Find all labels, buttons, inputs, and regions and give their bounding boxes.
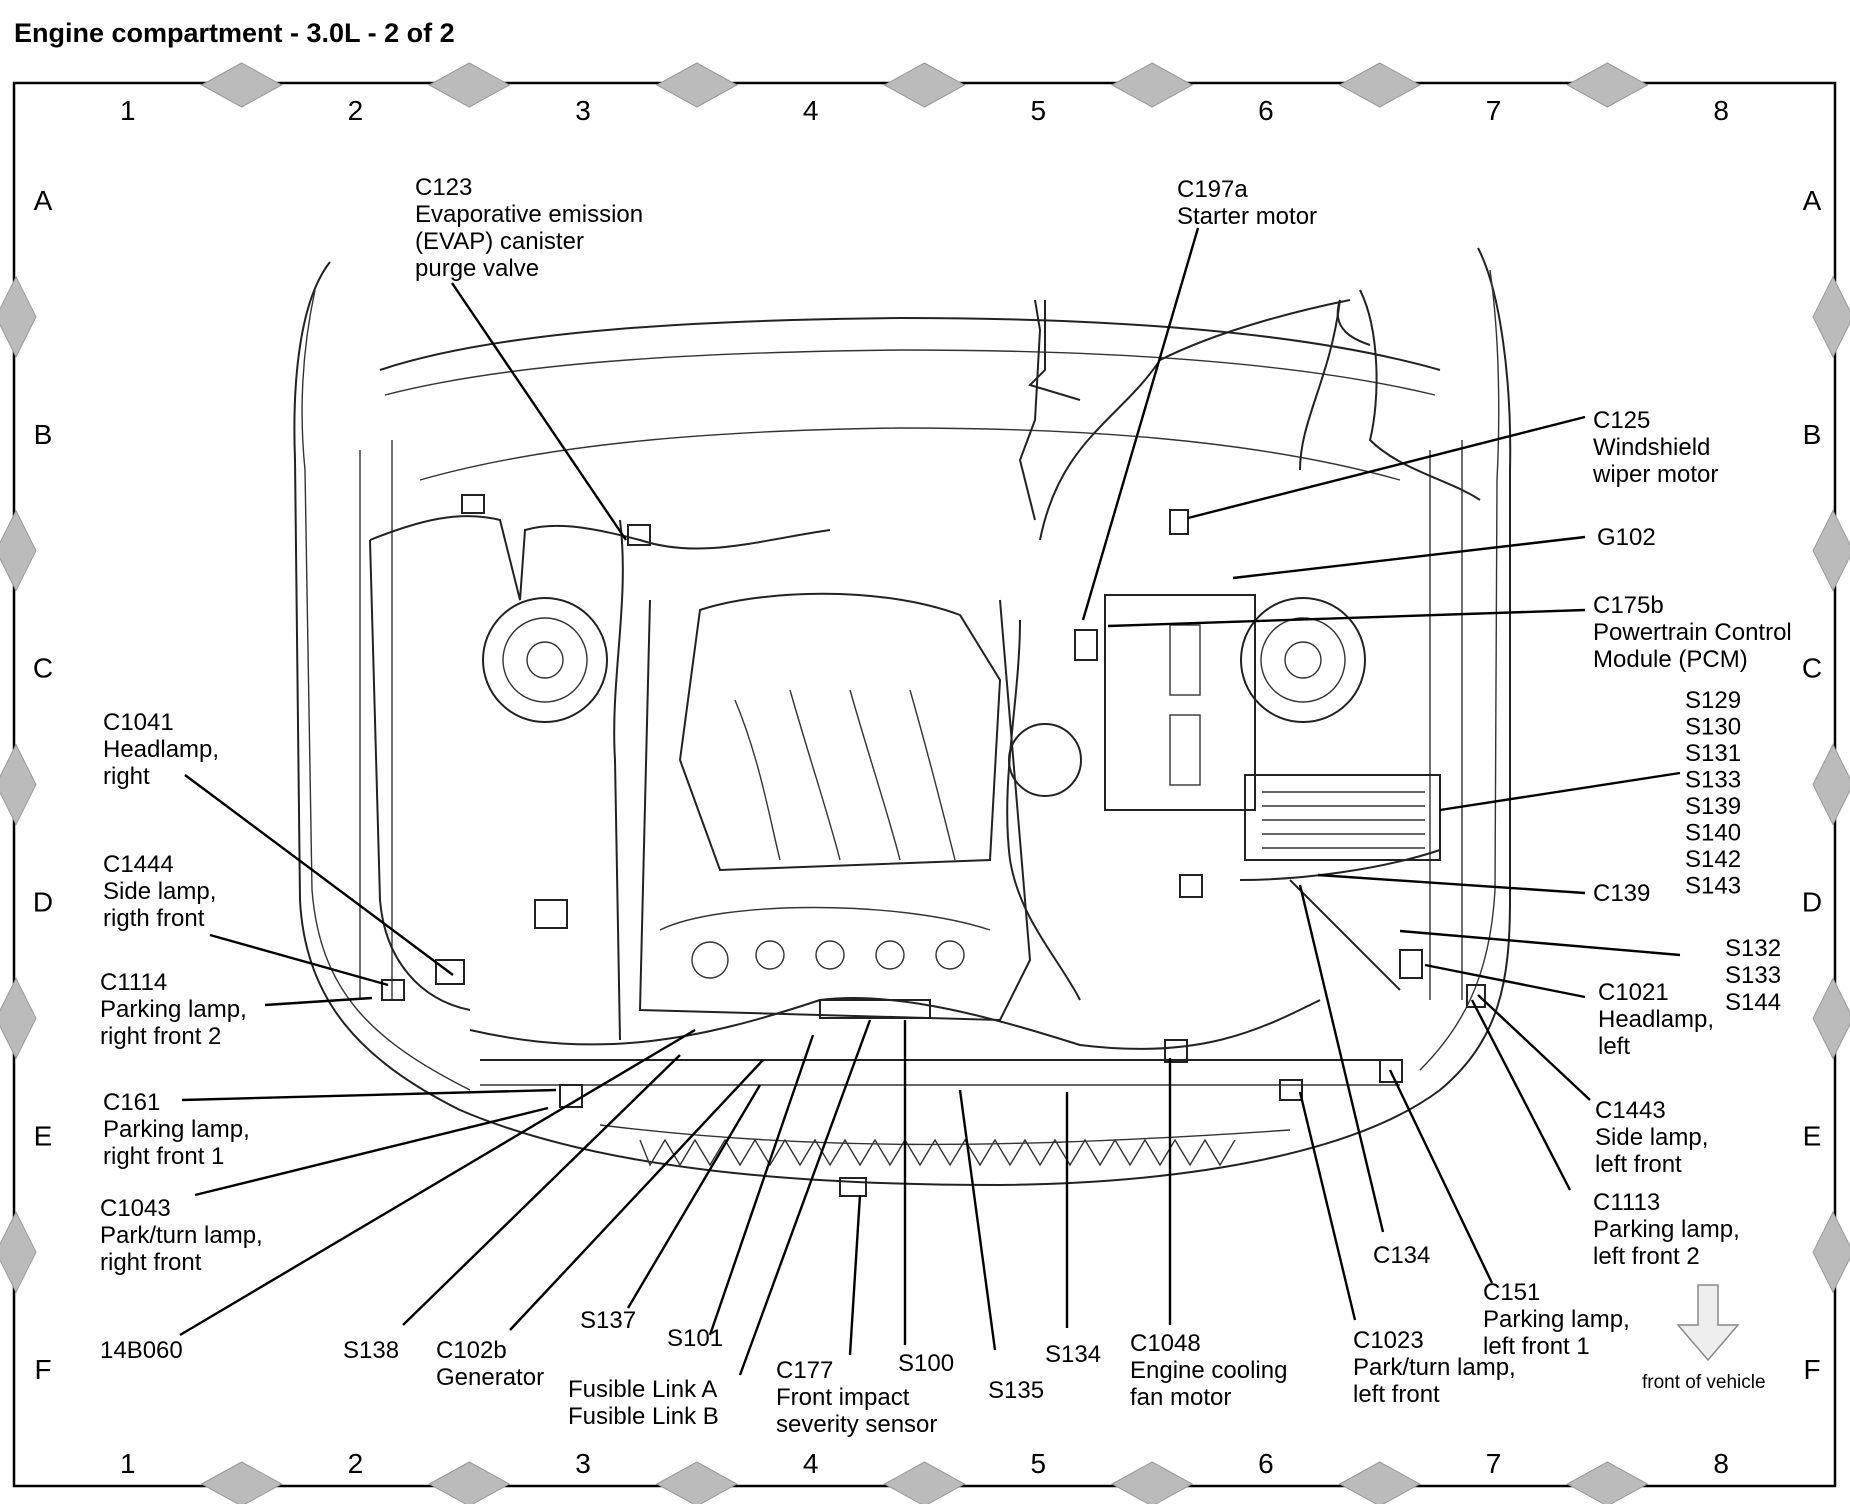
label-splice-group-2: S132 S133 S144 — [1725, 935, 1788, 1016]
label-c139: C139 — [1593, 880, 1650, 907]
grid-marker-left — [0, 509, 37, 592]
grid-marker-right — [1812, 509, 1850, 592]
front-of-vehicle-label: front of vehicle — [1642, 1372, 1766, 1393]
grid-marker-top — [655, 62, 738, 108]
grid-marker-left — [0, 977, 37, 1060]
grid-row-right-E: E — [1803, 1120, 1822, 1151]
label-c1041: C1041 Headlamp, right — [103, 709, 226, 790]
label-c123: C123 Evaporative emission (EVAP) caniste… — [415, 174, 650, 282]
grid-column-top-2: 2 — [348, 95, 364, 126]
grid-marker-top — [428, 62, 511, 108]
grid-marker-bottom — [200, 1461, 283, 1504]
grid-row-right-F: F — [1803, 1354, 1820, 1385]
grid-row-left-A: A — [34, 185, 53, 216]
grid-column-top-3: 3 — [575, 95, 591, 126]
grid-marker-left — [0, 1211, 37, 1294]
grid-markers — [0, 62, 1850, 1504]
label-c177: C177 Front impact severity sensor — [776, 1357, 937, 1438]
grid-column-top-8: 8 — [1713, 95, 1729, 126]
grid-marker-top — [1566, 62, 1649, 108]
grid-marker-left — [0, 743, 37, 826]
grid-column-bottom-4: 4 — [803, 1448, 819, 1479]
grid-column-bottom-8: 8 — [1713, 1448, 1729, 1479]
grid-row-left-E: E — [34, 1120, 53, 1151]
grid-marker-bottom — [883, 1461, 966, 1504]
label-c134: C134 — [1373, 1242, 1430, 1269]
grid-row-right-B: B — [1803, 419, 1822, 450]
grid-marker-right — [1812, 977, 1850, 1060]
grid-column-bottom-5: 5 — [1031, 1448, 1047, 1479]
grid-marker-top — [1338, 62, 1421, 108]
label-s137: S137 — [580, 1307, 636, 1334]
label-fusible-links: Fusible Link A Fusible Link B — [568, 1376, 723, 1430]
vehicle-illustration — [293, 247, 1512, 1197]
label-c1023: C1023 Park/turn lamp, left front — [1353, 1327, 1522, 1408]
grid-column-top-6: 6 — [1258, 95, 1274, 126]
callouts: C123 Evaporative emission (EVAP) caniste… — [100, 174, 1798, 1438]
grid-row-left-B: B — [34, 419, 53, 450]
grid-marker-top — [883, 62, 966, 108]
label-c151: C151 Parking lamp, left front 1 — [1483, 1279, 1636, 1360]
grid-row-left-D: D — [33, 886, 53, 917]
grid-row-left-C: C — [33, 653, 53, 684]
grid-row-right-D: D — [1802, 886, 1822, 917]
grid-column-top-4: 4 — [803, 95, 819, 126]
label-14b060: 14B060 — [100, 1337, 183, 1364]
label-s134: S134 — [1045, 1341, 1101, 1368]
label-s101: S101 — [667, 1325, 723, 1352]
down-arrow-icon — [1676, 1284, 1740, 1362]
front-of-vehicle-indicator: front of vehicle — [1642, 1284, 1766, 1393]
grid-marker-top — [200, 62, 283, 108]
label-c1114: C1114 Parking lamp, right front 2 — [100, 969, 253, 1050]
label-c197a: C197a Starter motor — [1177, 176, 1317, 230]
grid-marker-right — [1812, 275, 1850, 358]
grid-marker-right — [1812, 743, 1850, 826]
label-s138: S138 — [343, 1337, 399, 1364]
label-c1021: C1021 Headlamp, left — [1598, 979, 1721, 1060]
label-c161: C161 Parking lamp, right front 1 — [103, 1089, 256, 1170]
label-s100: S100 — [898, 1350, 954, 1377]
label-c1444: C1444 Side lamp, rigth front — [103, 851, 223, 932]
diagram-frame — [12, 81, 1837, 1488]
label-s135: S135 — [988, 1377, 1044, 1404]
grid-marker-top — [1111, 62, 1194, 108]
label-c1043: C1043 Park/turn lamp, right front — [100, 1195, 269, 1276]
label-g102: G102 — [1597, 524, 1656, 551]
grid-column-bottom-6: 6 — [1258, 1448, 1274, 1479]
grid-row-right-C: C — [1802, 653, 1822, 684]
leader-lines — [179, 227, 1681, 1376]
label-c125: C125 Windshield wiper motor — [1592, 407, 1718, 488]
grid-marker-bottom — [655, 1461, 738, 1504]
label-splice-group-1: S129 S130 S131 S133 S139 S140 S142 S143 — [1685, 687, 1748, 900]
grid-marker-bottom — [428, 1461, 511, 1504]
grid-column-top-7: 7 — [1486, 95, 1502, 126]
grid-column-bottom-7: 7 — [1486, 1448, 1502, 1479]
label-c1113: C1113 Parking lamp, left front 2 — [1593, 1189, 1746, 1270]
grid-row-left-F: F — [34, 1354, 51, 1385]
grid-marker-bottom — [1338, 1461, 1421, 1504]
label-c1443: C1443 Side lamp, left front — [1595, 1097, 1715, 1178]
grid-column-top-5: 5 — [1031, 95, 1047, 126]
grid-marker-left — [0, 275, 37, 358]
grid-column-top-1: 1 — [120, 95, 136, 126]
grid-marker-bottom — [1566, 1461, 1649, 1504]
grid-column-bottom-1: 1 — [120, 1448, 136, 1479]
grid-column-bottom-3: 3 — [575, 1448, 591, 1479]
label-c175b: C175b Powertrain Control Module (PCM) — [1593, 592, 1798, 673]
label-c1048: C1048 Engine cooling fan motor — [1130, 1330, 1294, 1411]
page-title: Engine compartment - 3.0L - 2 of 2 — [14, 18, 455, 48]
grid-marker-bottom — [1111, 1461, 1194, 1504]
label-c102b: C102b Generator — [436, 1337, 544, 1391]
grid-marker-right — [1812, 1211, 1850, 1294]
grid-column-bottom-2: 2 — [348, 1448, 364, 1479]
grid-row-right-A: A — [1803, 185, 1822, 216]
